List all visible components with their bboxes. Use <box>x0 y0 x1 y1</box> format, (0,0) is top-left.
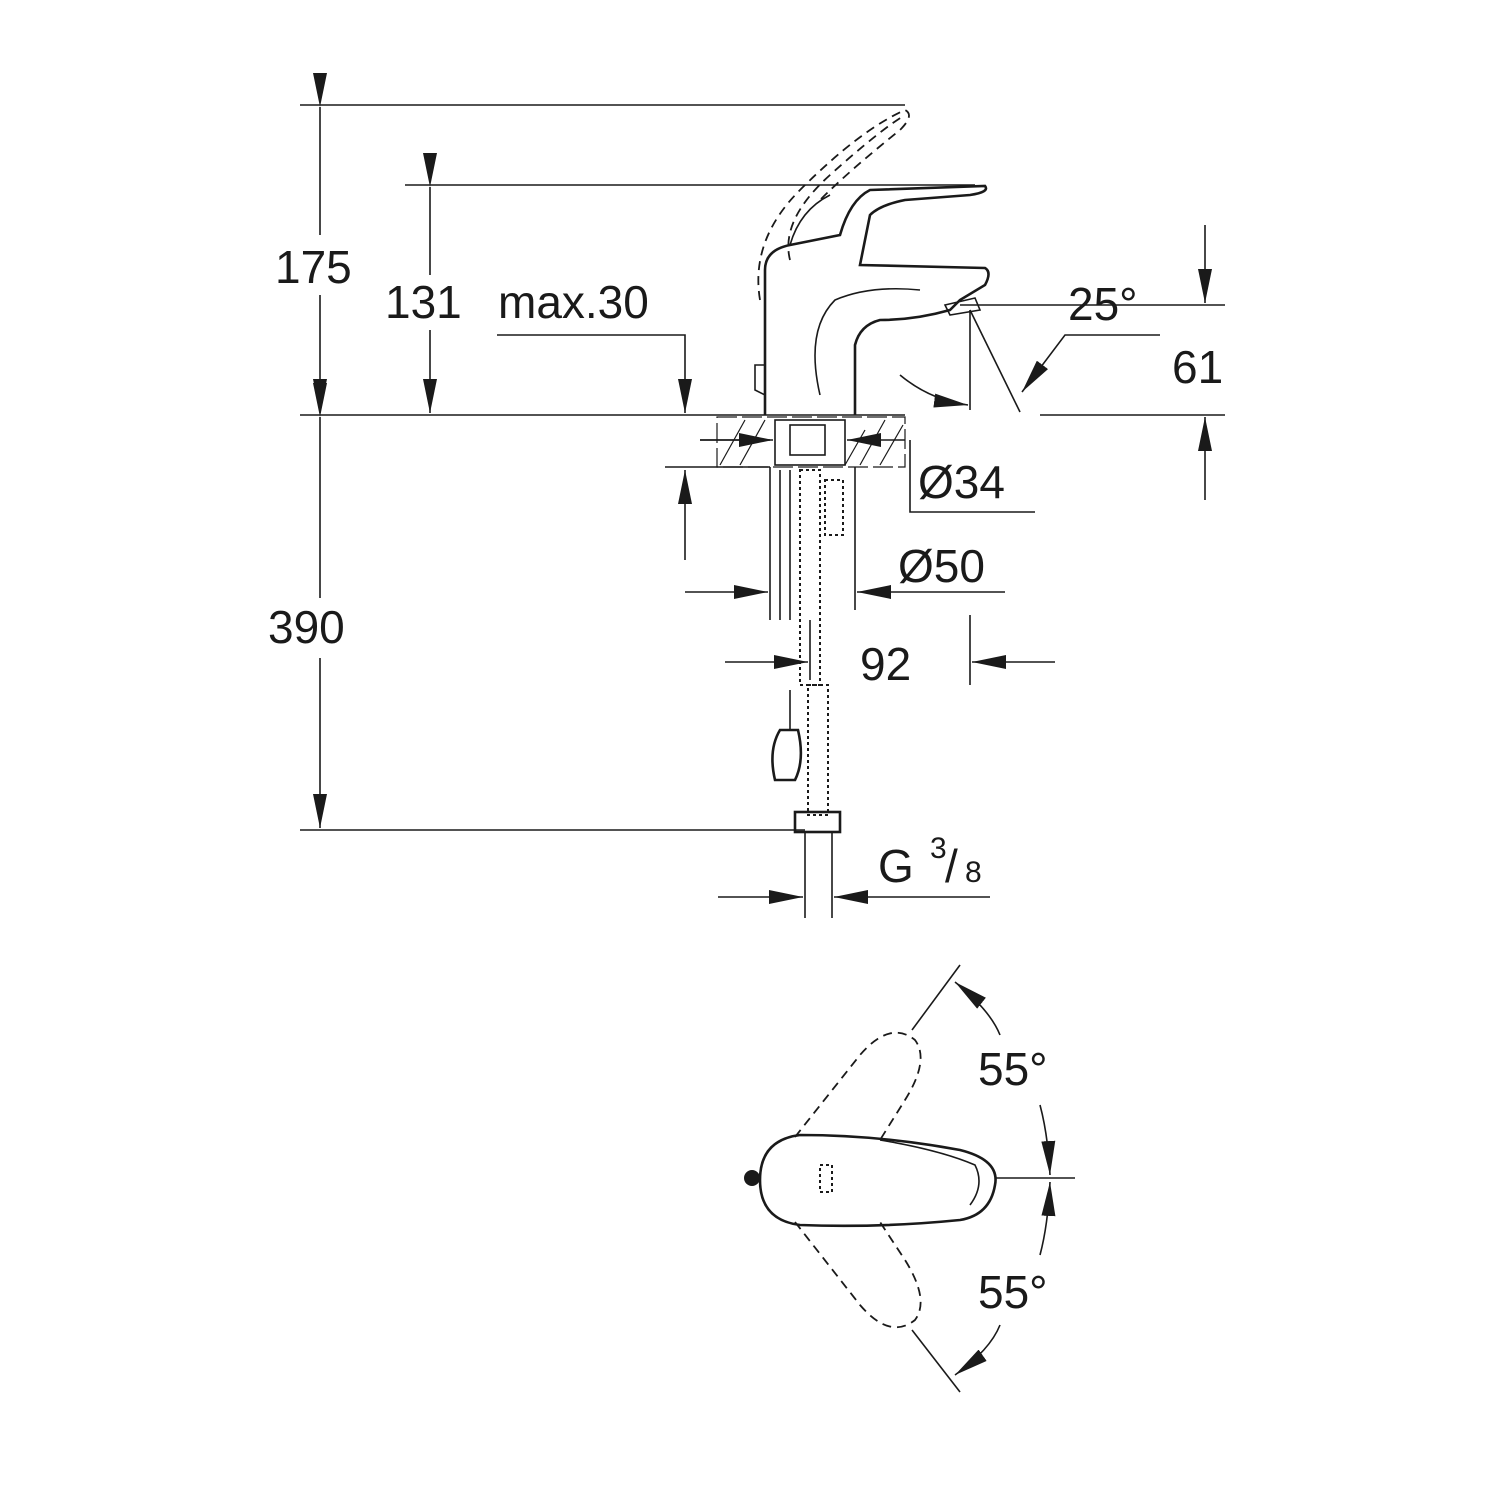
dim-25deg-label: 25° <box>1068 278 1138 330</box>
dimension-max-deck: max.30 <box>497 276 770 560</box>
dim-thread-denominator: 8 <box>965 856 982 889</box>
dim-max30-label: max.30 <box>498 276 649 328</box>
dim-d50-label: Ø50 <box>898 540 985 592</box>
faucet-side-view <box>754 109 990 918</box>
dim-thread-g: G <box>878 840 914 892</box>
dim-92-label: 92 <box>860 638 911 690</box>
dim-55deg-right-label: 55° <box>978 1266 1048 1318</box>
dimension-total-height: 175 <box>270 73 370 413</box>
dimension-base-diameter: Ø50 <box>685 540 1005 599</box>
dimension-spout-angle: 25° <box>899 278 1160 413</box>
dimension-spout-reach: 92 <box>725 615 1055 690</box>
dimension-hole-diameter: Ø34 <box>700 433 1035 513</box>
faucet-top-view: 55° 55° <box>744 964 1075 1393</box>
dim-175-label: 175 <box>275 241 352 293</box>
dimension-hose-length: 390 <box>265 383 365 828</box>
dimension-connection: G 3 / 8 <box>718 832 990 904</box>
dimension-spout-height: 61 <box>1172 225 1223 500</box>
fraction-slash: / <box>945 840 958 892</box>
dim-thread-numerator: 3 <box>930 832 947 865</box>
dim-55deg-left-label: 55° <box>978 1043 1048 1095</box>
dim-d34-label: Ø34 <box>918 456 1005 508</box>
extension-lines <box>300 104 1225 831</box>
dim-390-label: 390 <box>268 601 345 653</box>
dimension-handle-height: 131 <box>382 153 477 413</box>
dim-131-label: 131 <box>385 276 462 328</box>
dim-61-label: 61 <box>1172 341 1223 393</box>
